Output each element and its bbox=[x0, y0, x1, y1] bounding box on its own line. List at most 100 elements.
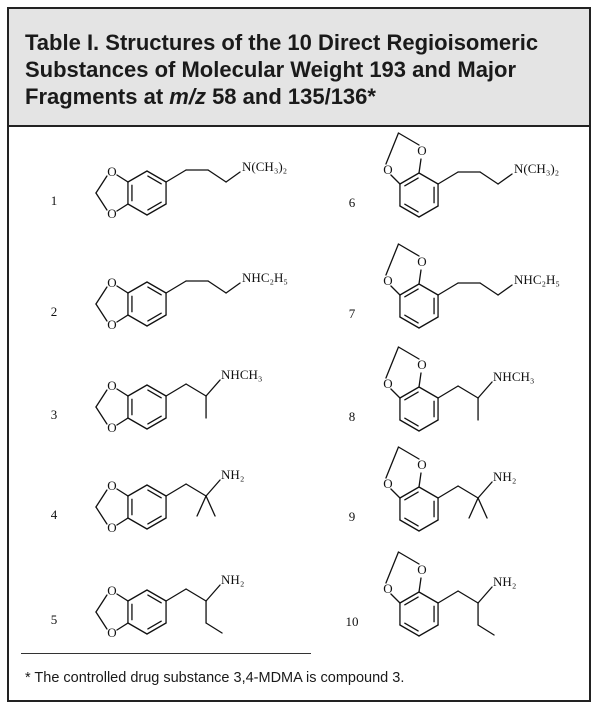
ring-double-bond bbox=[404, 517, 419, 527]
ring-bond bbox=[418, 386, 439, 399]
bond bbox=[418, 472, 422, 488]
compound-number: 1 bbox=[51, 193, 58, 208]
ring-bond bbox=[418, 624, 439, 637]
bond bbox=[95, 175, 108, 194]
amine-label: NH₂ bbox=[493, 469, 516, 484]
compound-number: 7 bbox=[349, 306, 356, 321]
bond bbox=[196, 495, 207, 517]
oxygen-label: O bbox=[107, 583, 116, 598]
ring-bond bbox=[399, 205, 420, 218]
ring-bond bbox=[146, 589, 167, 602]
oxygen-label: O bbox=[383, 376, 392, 391]
bond bbox=[397, 243, 420, 257]
bond bbox=[205, 495, 216, 517]
table-header: Table I. Structures of the 10 Direct Reg… bbox=[9, 9, 589, 127]
oxygen-label: O bbox=[107, 625, 116, 640]
compound-number: 9 bbox=[349, 509, 356, 524]
bond bbox=[207, 169, 227, 183]
ring-bond bbox=[127, 384, 148, 397]
bond bbox=[116, 417, 129, 426]
compound-number: 6 bbox=[349, 195, 356, 210]
ring-double-bond bbox=[147, 201, 162, 211]
oxygen-label: O bbox=[383, 476, 392, 491]
bond bbox=[95, 506, 108, 525]
bond bbox=[437, 590, 459, 604]
bond bbox=[207, 280, 227, 294]
ring-bond bbox=[127, 622, 148, 635]
title-line-2: Substances of Molecular Weight 193 and M… bbox=[25, 57, 517, 82]
ring-bond bbox=[399, 624, 420, 637]
bond bbox=[95, 489, 108, 508]
bond bbox=[437, 385, 459, 399]
bond bbox=[397, 132, 420, 146]
bond bbox=[497, 173, 513, 185]
bond bbox=[205, 622, 223, 634]
bond bbox=[185, 483, 207, 497]
bond bbox=[385, 243, 400, 276]
bond bbox=[390, 593, 401, 604]
bond bbox=[418, 577, 422, 593]
bond bbox=[95, 286, 108, 305]
bond bbox=[165, 280, 187, 294]
oxygen-label: O bbox=[417, 143, 426, 158]
ring-double-bond bbox=[404, 622, 419, 632]
ring-double-bond bbox=[147, 489, 162, 499]
ring-double-bond bbox=[404, 203, 419, 213]
ring-bond bbox=[399, 486, 420, 499]
bond bbox=[95, 303, 108, 322]
bond bbox=[477, 586, 493, 604]
ring-bond bbox=[418, 591, 439, 604]
ring-double-bond bbox=[147, 594, 162, 604]
bond bbox=[116, 203, 129, 212]
bond bbox=[390, 285, 401, 296]
ring-bond bbox=[127, 281, 148, 294]
amine-label: NHC₂H₅ bbox=[514, 272, 560, 287]
ring-double-bond bbox=[147, 286, 162, 296]
oxygen-label: O bbox=[107, 275, 116, 290]
amine-label: NHC₂H₅ bbox=[242, 270, 288, 285]
bond bbox=[165, 483, 187, 497]
ring-bond bbox=[146, 281, 167, 294]
bond bbox=[397, 346, 420, 360]
amine-label: NHCH₃ bbox=[493, 369, 534, 384]
ring-bond bbox=[127, 417, 148, 430]
oxygen-label: O bbox=[107, 317, 116, 332]
ring-bond bbox=[418, 316, 439, 329]
bond bbox=[385, 132, 400, 165]
oxygen-label: O bbox=[107, 164, 116, 179]
bond bbox=[95, 192, 108, 211]
ring-double-bond bbox=[404, 417, 419, 427]
bond bbox=[390, 174, 401, 185]
bond bbox=[397, 551, 420, 565]
bond bbox=[390, 488, 401, 499]
table-frame: Table I. Structures of the 10 Direct Reg… bbox=[7, 7, 591, 702]
bond bbox=[165, 169, 187, 183]
ring-bond bbox=[399, 172, 420, 185]
bond bbox=[116, 517, 129, 526]
bond bbox=[225, 282, 241, 294]
title-line-3-suffix: 58 and 135/136* bbox=[205, 84, 376, 109]
ring-bond bbox=[418, 419, 439, 432]
ring-bond bbox=[146, 517, 167, 530]
structures-svg: 1OON(CH₃)₂2OONHC₂H₅3OONHCH₃4OONH₂5OONH₂6… bbox=[51, 132, 560, 640]
compound-number: 10 bbox=[346, 614, 359, 629]
title-line-1: Table I. Structures of the 10 Direct Reg… bbox=[25, 30, 539, 55]
bond bbox=[418, 372, 422, 388]
ring-double-bond bbox=[147, 312, 162, 322]
bond bbox=[457, 590, 479, 604]
bond bbox=[418, 158, 422, 174]
oxygen-label: O bbox=[383, 273, 392, 288]
bond bbox=[116, 593, 129, 602]
bond bbox=[95, 389, 108, 408]
ring-double-bond bbox=[147, 620, 162, 630]
ring-bond bbox=[146, 417, 167, 430]
bond bbox=[468, 497, 479, 519]
title-mz: m/z bbox=[169, 84, 206, 109]
oxygen-label: O bbox=[383, 581, 392, 596]
oxygen-label: O bbox=[107, 478, 116, 493]
